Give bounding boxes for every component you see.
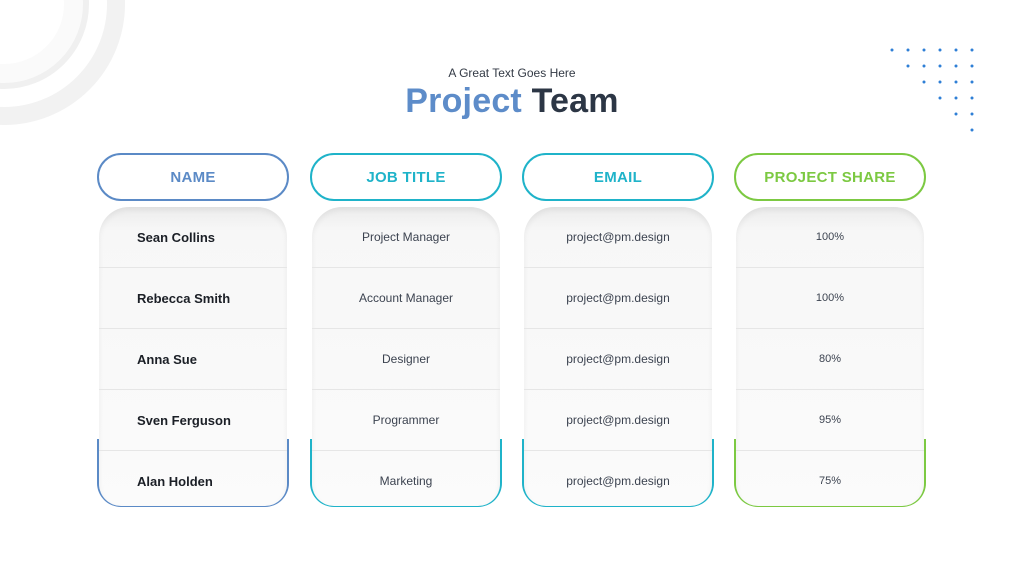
column-name-border <box>97 439 289 507</box>
job-title-cell: Marketing <box>379 474 433 488</box>
name-cell: Rebecca Smith <box>99 268 287 329</box>
column-email-border <box>522 439 714 507</box>
header-project-share: PROJECT SHARE <box>734 153 926 201</box>
share-cell: 100% <box>736 268 924 329</box>
column-job-title-body: Project Manager Account Manager Designer… <box>312 207 500 506</box>
title-accent: Project <box>405 82 522 120</box>
name-cell: Anna Sue <box>99 329 287 390</box>
header-name: NAME <box>97 153 289 201</box>
job-title-cell: Project Manager <box>312 207 500 268</box>
share-cell: 80% <box>736 329 924 390</box>
decorative-dot-grid <box>890 48 974 132</box>
column-name-body: Sean Collins Rebecca Smith Anna Sue Sven… <box>99 207 287 506</box>
column-job-title: JOB TITLE Project Manager Account Manage… <box>310 153 502 509</box>
column-email-body: project@pm.design project@pm.design proj… <box>524 207 712 506</box>
column-name: NAME Sean Collins Rebecca Smith Anna Sue… <box>97 153 289 509</box>
column-project-share-border <box>734 439 926 507</box>
email-cell[interactable]: project@pm.design <box>524 329 712 390</box>
job-title-cell: Programmer <box>312 390 500 451</box>
column-project-share-body: 100% 100% 80% 95% 75% <box>736 207 924 506</box>
name-cell: Sean Collins <box>99 207 287 268</box>
share-cell: 75% <box>818 475 842 487</box>
subtitle: A Great Text Goes Here <box>448 66 576 80</box>
email-cell[interactable]: project@pm.design <box>566 474 670 488</box>
header-email: EMAIL <box>522 153 714 201</box>
decorative-rings <box>0 0 125 125</box>
email-cell[interactable]: project@pm.design <box>524 207 712 268</box>
share-cell: 100% <box>736 207 924 268</box>
name-cell: Alan Holden <box>137 473 213 489</box>
title-main: Team <box>521 82 619 120</box>
column-project-share: PROJECT SHARE 100% 100% 80% 95% 75% <box>734 153 926 509</box>
email-cell[interactable]: project@pm.design <box>524 268 712 329</box>
header-job-title: JOB TITLE <box>310 153 502 201</box>
page-title: Project Team <box>0 82 1024 121</box>
job-title-cell: Designer <box>312 329 500 390</box>
job-title-cell: Account Manager <box>312 268 500 329</box>
column-job-title-border <box>310 439 502 507</box>
column-email: EMAIL project@pm.design project@pm.desig… <box>522 153 714 509</box>
name-cell: Sven Ferguson <box>99 390 287 451</box>
share-cell: 95% <box>736 390 924 451</box>
email-cell[interactable]: project@pm.design <box>524 390 712 451</box>
